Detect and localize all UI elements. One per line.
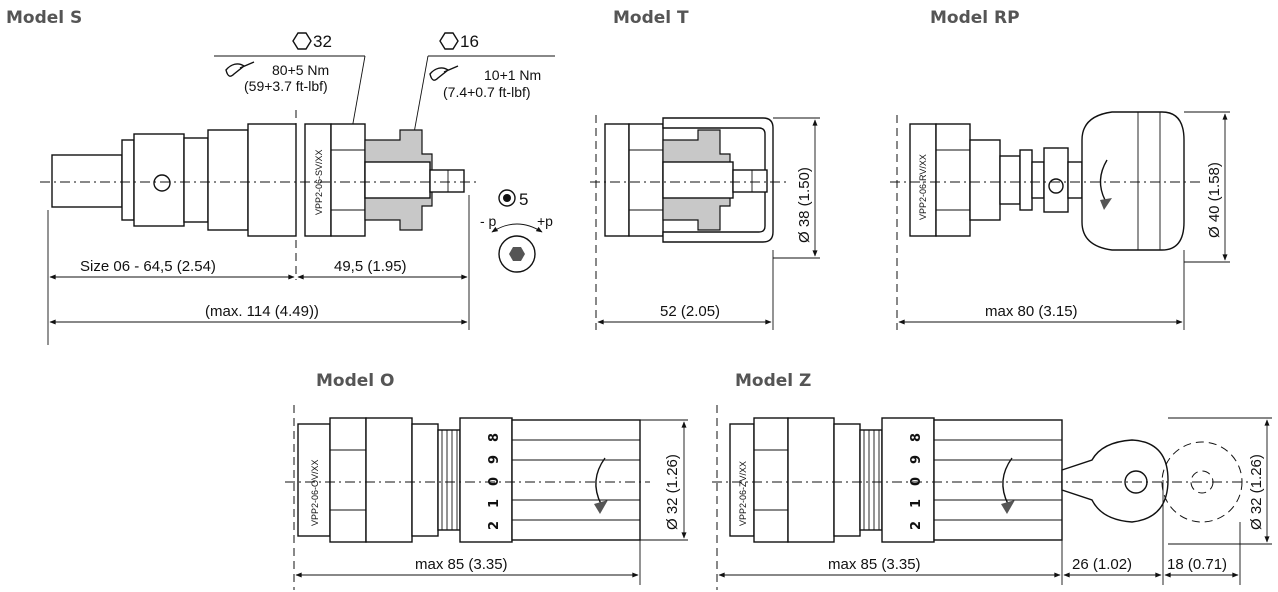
model-z-drawing: Model Z VPP2-06-ZV/XX 8 9 0 1 2	[712, 371, 1272, 590]
dial-number: 2	[909, 521, 924, 530]
wrench-icon	[429, 65, 459, 81]
dim-stroke: 49,5 (1.95)	[334, 258, 407, 275]
model-z-engraving: VPP2-06-ZV/XX	[738, 461, 748, 526]
dial-number: 1	[909, 499, 924, 508]
dial-number: 8	[909, 433, 924, 442]
hex-16-label: 16	[460, 32, 479, 51]
dial-number: 2	[487, 521, 502, 530]
dial-number: 9	[909, 455, 924, 464]
model-z-key-length: 26 (1.02)	[1072, 556, 1132, 573]
dim-size: Size 06 - 64,5 (2.54)	[80, 258, 216, 275]
hex-socket-size: 5	[519, 190, 528, 209]
model-z-diameter: Ø 32 (1.26)	[1248, 454, 1265, 530]
dial-number: 0	[487, 477, 502, 486]
torque-b-ft: (7.4+0.7 ft-lbf)	[443, 84, 531, 100]
torque-b-nm: 10+1 Nm	[484, 67, 541, 83]
model-s-engraving: VPP2-06-SV/XX	[314, 149, 324, 215]
model-rp-diameter: Ø 40 (1.58)	[1206, 162, 1223, 238]
model-z-length: max 85 (3.35)	[828, 556, 921, 573]
model-s-title: Model S	[6, 8, 82, 28]
model-o-engraving: VPP2-06-OV/XX	[310, 459, 320, 526]
model-z-dial: 8 9 0 1 2	[909, 433, 924, 530]
dial-number: 8	[487, 433, 502, 442]
model-o-length: max 85 (3.35)	[415, 556, 508, 573]
model-z-title: Model Z	[735, 371, 811, 391]
model-rp-drawing: Model RP VPP2-06-RV/XX Ø 40 (1.58) max 8…	[890, 8, 1230, 330]
hexagon-icon	[439, 32, 459, 50]
rotate-arrow-icon	[594, 500, 608, 514]
hexagon-icon	[292, 32, 312, 50]
dial-number: 9	[487, 455, 502, 464]
model-o-drawing: Model O VPP2-06-OV/XX 8 9 0 1 2	[285, 371, 688, 590]
model-t-title: Model T	[613, 8, 689, 28]
model-rp-title: Model RP	[930, 8, 1020, 28]
torque-a-nm: 80+5 Nm	[272, 62, 329, 78]
thread-lines	[441, 430, 458, 530]
hex-32-label: 32	[313, 32, 332, 51]
wrench-icon	[225, 61, 255, 77]
torque-a-ft: (59+3.7 ft-lbf)	[244, 78, 328, 94]
key-icon	[1061, 439, 1169, 523]
model-z-key-extra: 18 (0.71)	[1167, 556, 1227, 573]
model-t-length: 52 (2.05)	[660, 303, 720, 320]
model-rp-engraving: VPP2-06-RV/XX	[918, 154, 928, 220]
minus-p-label: - p	[480, 213, 497, 229]
thread-lines	[863, 430, 880, 530]
model-t-diameter: Ø 38 (1.50)	[796, 167, 813, 243]
hex-32-callout: 32 80+5 Nm (59+3.7 ft-lbf)	[214, 32, 366, 141]
model-rp-length: max 80 (3.15)	[985, 303, 1078, 320]
plus-p-label: +p	[537, 213, 553, 229]
model-s-drawing: Model S 32 80+5 Nm (59+3.7 ft-lbf) 16 10…	[6, 8, 555, 345]
model-t-drawing: Model T Ø 38 (1.50) 52 (2.05)	[590, 8, 820, 330]
dial-number: 0	[909, 477, 924, 486]
dial-number: 1	[487, 499, 502, 508]
rotate-arrow-icon	[1001, 500, 1015, 514]
socket-icon	[498, 189, 516, 207]
dim-total: (max. 114 (4.49))	[205, 303, 319, 320]
model-o-diameter: Ø 32 (1.26)	[664, 454, 681, 530]
model-o-dial: 8 9 0 1 2	[487, 433, 502, 530]
hex-16-callout: 16 10+1 Nm (7.4+0.7 ft-lbf)	[409, 32, 555, 156]
rotate-arrow-icon	[1100, 198, 1112, 210]
model-o-title: Model O	[316, 371, 395, 391]
adjust-icon	[498, 235, 536, 273]
